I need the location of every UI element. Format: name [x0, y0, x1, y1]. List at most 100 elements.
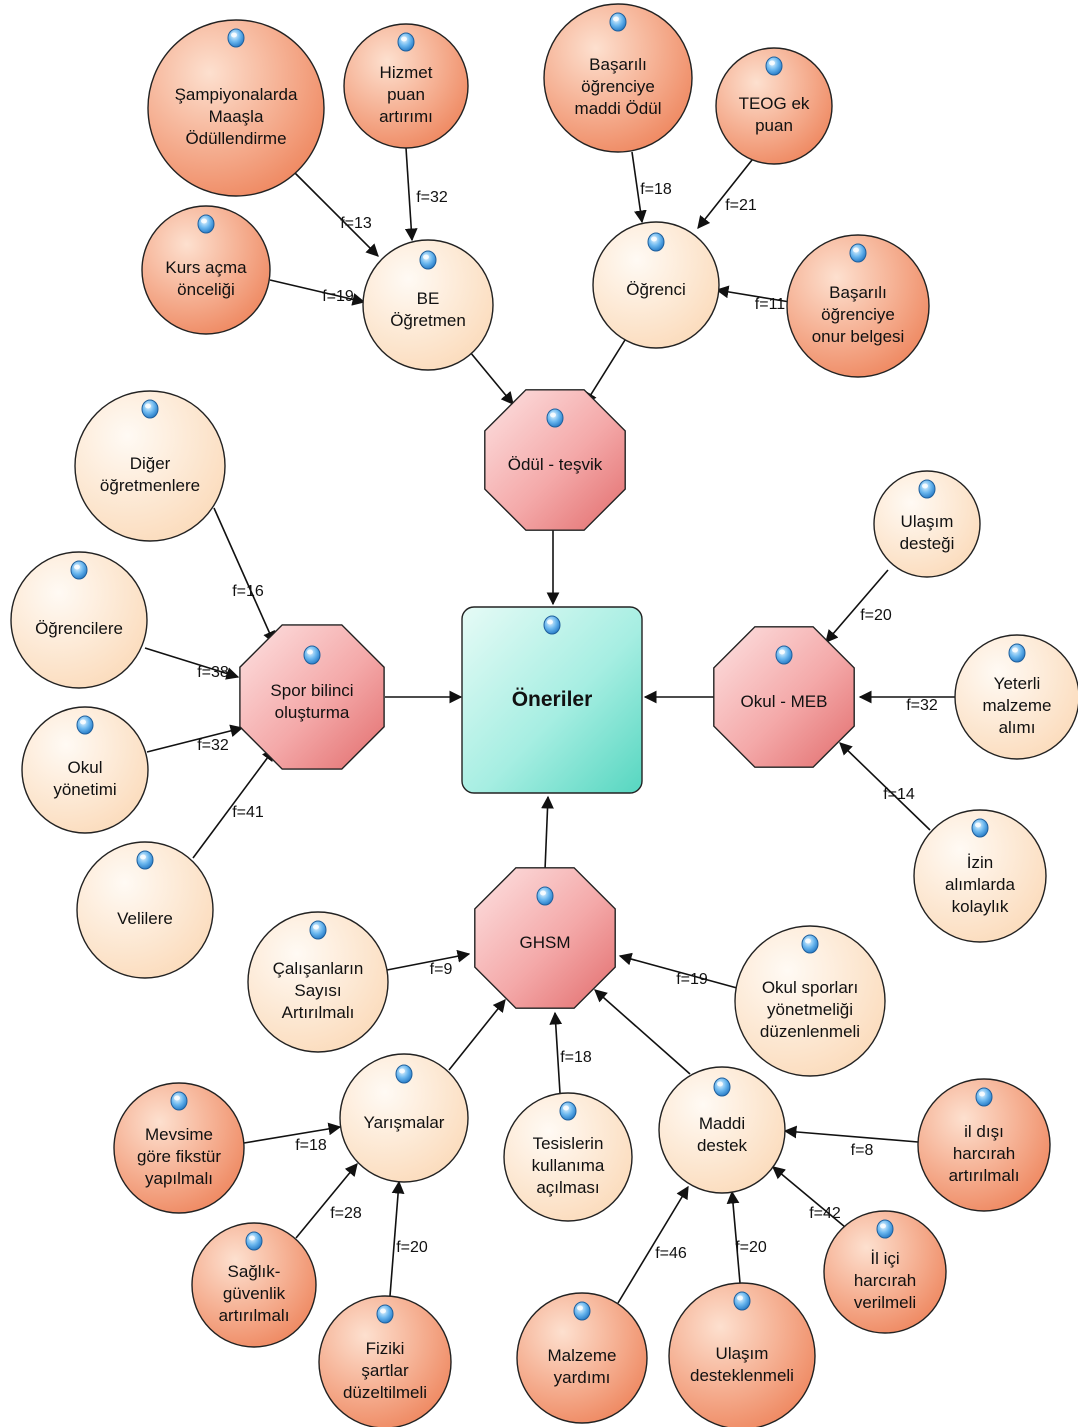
circle-marker-icon — [765, 56, 783, 76]
circle-marker-icon — [775, 645, 793, 665]
edge-fiziki — [389, 1180, 405, 1297]
category-node-odul[interactable]: Ödül - teşvik — [484, 389, 626, 531]
circle-marker-icon — [733, 1291, 751, 1311]
edge-label-diger: f=16 — [232, 583, 264, 600]
edge-label-sampiyona: f=13 — [340, 215, 372, 232]
circle-marker-icon — [419, 250, 437, 270]
subcategory-node-yarisma[interactable]: Yarışmalar — [339, 1053, 469, 1183]
circle-marker-icon — [849, 243, 867, 263]
edge-label-okulyon: f=32 — [197, 737, 229, 754]
center-node[interactable]: Öneriler — [461, 606, 643, 794]
edge-tesis — [549, 1011, 563, 1094]
circle-marker-icon — [647, 232, 665, 252]
edge-label-ulasim_destegi: f=20 — [860, 607, 892, 624]
circle-marker-icon — [397, 32, 415, 52]
edge-label-basarili_maddi: f=18 — [640, 181, 672, 198]
edge-label-ilici: f=42 — [809, 1205, 841, 1222]
category-node-ghsm[interactable]: GHSM — [474, 867, 616, 1009]
leaf-node-velilere[interactable]: Velilere — [76, 841, 214, 979]
edge-label-malzeme: f=46 — [655, 1245, 687, 1262]
edge-label-hizmet: f=32 — [416, 189, 448, 206]
circle-marker-icon — [801, 934, 819, 954]
edge-yarisma — [448, 999, 506, 1071]
category-label-okul: Okul - MEB — [741, 692, 828, 711]
category-label-ghsm: GHSM — [520, 933, 571, 952]
circle-marker-icon — [876, 1219, 894, 1239]
edge-okulyon — [146, 724, 244, 753]
edge-label-fiziki: f=20 — [396, 1239, 428, 1256]
category-node-okul[interactable]: Okul - MEB — [713, 626, 855, 768]
circle-marker-icon — [713, 1077, 731, 1097]
edge-label-teog: f=21 — [725, 197, 757, 214]
edge-ghsm — [541, 795, 554, 871]
edge-ilici — [772, 1166, 846, 1228]
edge-hizmet — [404, 147, 418, 242]
edge-label-tesis: f=18 — [560, 1049, 592, 1066]
edge-ulasim_dest — [726, 1190, 741, 1284]
edge-ildisi — [783, 1125, 919, 1143]
edge-label-saglik: f=28 — [330, 1205, 362, 1222]
leaf-label-ogrencilere: Öğrencilere — [35, 619, 123, 638]
circle-marker-icon — [395, 1064, 413, 1084]
edge-label-izin: f=14 — [883, 786, 915, 803]
circle-marker-icon — [559, 1101, 577, 1121]
edge-izin — [839, 742, 931, 831]
circle-marker-icon — [536, 886, 554, 906]
circle-marker-icon — [971, 818, 989, 838]
circle-marker-icon — [197, 214, 215, 234]
edge-label-ildisi: f=8 — [851, 1142, 874, 1159]
circle-marker-icon — [546, 408, 564, 428]
circle-marker-icon — [70, 560, 88, 580]
edge-ulasim_destegi — [825, 569, 889, 643]
edge-label-calisan: f=9 — [430, 961, 453, 978]
edge-label-velilere: f=41 — [232, 804, 264, 821]
edge-label-yeterli: f=32 — [906, 697, 938, 714]
leaf-node-ogrencilere[interactable]: Öğrencilere — [10, 551, 148, 689]
edge-maddi — [594, 989, 691, 1075]
edge-velilere — [192, 747, 275, 859]
subcategory-node-ogrenci[interactable]: Öğrenci — [592, 221, 720, 349]
circle-marker-icon — [918, 479, 936, 499]
circle-marker-icon — [227, 28, 245, 48]
